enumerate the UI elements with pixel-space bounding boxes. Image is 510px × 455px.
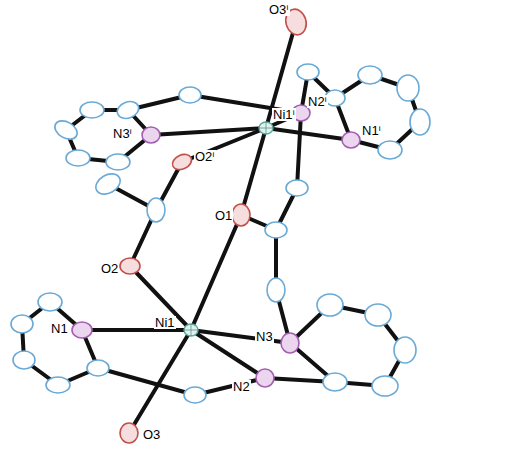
atom-ellipse <box>397 75 419 101</box>
atom-label: N1ⁱ <box>361 124 382 137</box>
atom-ellipse <box>256 369 274 387</box>
bond-line <box>182 128 266 162</box>
atom-ellipse <box>342 132 360 148</box>
bond-line <box>130 266 191 330</box>
bond-line <box>297 113 301 188</box>
atom-label: N3 <box>255 330 274 343</box>
bond-line <box>191 215 241 330</box>
bond-line <box>191 324 192 336</box>
bond-line <box>266 22 296 128</box>
atom-ellipse <box>72 322 92 338</box>
atom-ellipse <box>170 151 194 172</box>
atom-label: O1 <box>214 209 233 222</box>
atom-ellipse <box>13 351 35 369</box>
atom-ellipse <box>179 87 201 103</box>
bond-line <box>266 122 267 134</box>
atom-ellipse <box>184 387 206 403</box>
atom-ellipse <box>365 304 391 326</box>
atom-label: N2 <box>232 380 251 393</box>
atom-ellipse <box>115 99 141 122</box>
carbon-atoms <box>11 64 430 403</box>
atom-ellipse <box>372 376 398 396</box>
atom-label: O3ⁱ <box>268 3 290 16</box>
atom-ellipse <box>87 360 109 376</box>
bond-lines <box>22 22 420 433</box>
atom-ellipse <box>378 141 402 159</box>
atom-ellipse <box>358 66 382 84</box>
atom-label: O3 <box>142 428 161 441</box>
atom-ellipse <box>106 154 130 170</box>
atom-ellipse <box>120 423 138 443</box>
atom-ellipse <box>265 222 287 238</box>
bond-line <box>129 330 191 433</box>
atom-ellipse <box>184 324 198 336</box>
atom-ellipse <box>11 315 33 333</box>
atom-ellipse <box>281 333 299 353</box>
atom-ellipse <box>52 117 81 143</box>
atom-ellipse <box>325 90 345 106</box>
atom-ellipse <box>92 170 124 199</box>
atom-ellipse <box>410 109 430 135</box>
atom-label: N1 <box>50 322 69 335</box>
atom-ellipse <box>46 377 70 393</box>
bond-line <box>266 128 351 140</box>
atom-ellipse <box>147 198 165 222</box>
atom-label: Ni1 <box>154 316 176 329</box>
atom-ellipse <box>267 278 285 302</box>
atom-ellipse <box>259 122 273 134</box>
atom-ellipse <box>66 150 90 166</box>
atom-ellipse <box>323 373 347 391</box>
atom-label: N3ⁱ <box>112 127 133 140</box>
bond-line <box>191 330 290 343</box>
atom-label: O2 <box>100 262 119 275</box>
bond-line <box>241 128 266 215</box>
atom-label: Ni1ⁱ <box>272 108 296 121</box>
atom-ellipse <box>232 204 250 226</box>
atom-label: O2ⁱ <box>194 150 216 163</box>
atom-ellipse <box>142 127 160 143</box>
atom-label: N2ⁱ <box>307 95 328 108</box>
atom-ellipse <box>317 294 343 316</box>
atom-ellipse <box>38 293 62 311</box>
hetero-atoms <box>72 7 360 443</box>
atom-ellipse <box>297 64 319 80</box>
atom-ellipse <box>286 180 308 196</box>
atom-ellipse <box>80 102 104 118</box>
atom-ellipse <box>120 258 140 274</box>
bond-line <box>98 368 195 395</box>
atom-ellipse <box>394 337 416 363</box>
